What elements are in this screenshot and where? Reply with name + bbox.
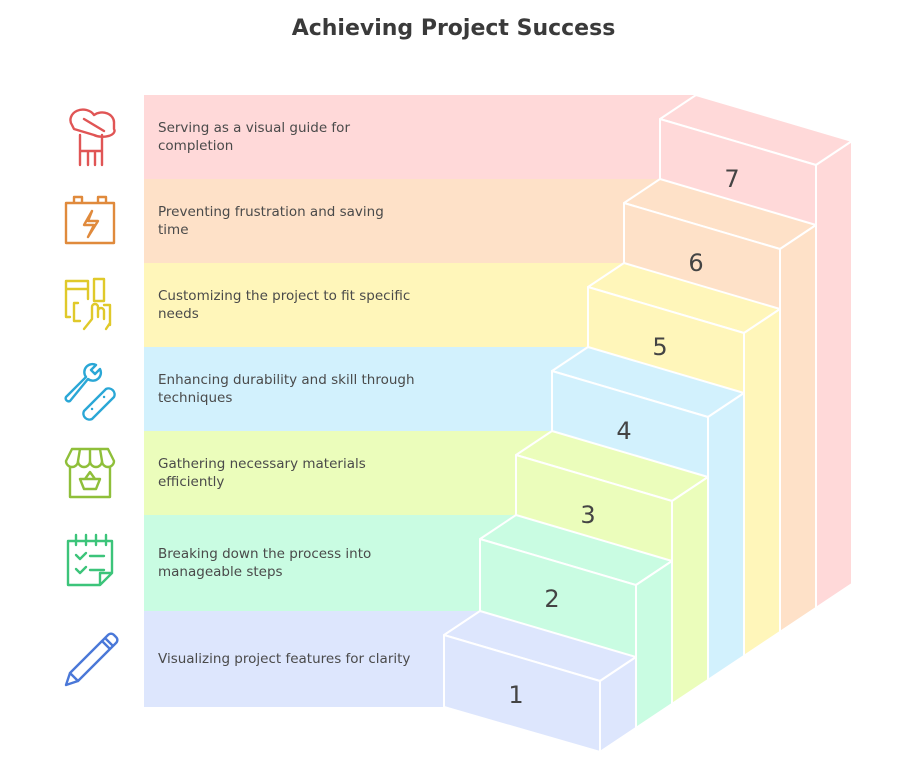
band-step-1: [144, 611, 480, 707]
step-number: 6: [688, 249, 703, 277]
checklist-icon: [58, 531, 122, 595]
step-number: 1: [508, 681, 523, 709]
step-number: 7: [724, 165, 739, 193]
band-step-3: [144, 431, 552, 515]
battery-bolt-icon: [58, 189, 122, 253]
devices-touch-icon: [58, 273, 122, 337]
band-step-5: [144, 263, 624, 347]
step-side-face: [707, 392, 745, 681]
scarf-icon: [58, 105, 122, 169]
step-description: Gathering necessary materials efficientl…: [158, 456, 366, 490]
diagram-title: Achieving Project Success: [291, 16, 616, 41]
band-step-7: [144, 95, 696, 179]
step-1: 1: [443, 610, 637, 753]
band-step-6: [144, 179, 660, 263]
band-step-2: [144, 515, 516, 611]
step-front-face: [443, 634, 601, 753]
step-description: Breaking down the process into manageabl…: [158, 546, 372, 580]
step-side-face: [743, 308, 781, 657]
step-side-face: [815, 140, 853, 609]
step-description: Visualizing project features for clarity: [158, 651, 411, 667]
step-number: 5: [652, 333, 667, 361]
store-icon: [58, 441, 122, 505]
step-description: Enhancing durability and skill through t…: [158, 372, 415, 406]
step-side-face: [779, 224, 817, 633]
step-number: 3: [580, 501, 595, 529]
step-description: Customizing the project to fit specific …: [158, 288, 411, 322]
step-number: 2: [544, 585, 559, 613]
pencil-icon: [58, 627, 122, 691]
step-side-face: [635, 560, 673, 729]
step-description: Preventing frustration and saving time: [158, 204, 384, 238]
step-number: 4: [616, 417, 631, 445]
step-description: Serving as a visual guide for completion: [158, 120, 350, 154]
band-step-4: [144, 347, 588, 431]
step-side-face: [671, 476, 709, 705]
wrench-icon: [58, 357, 122, 421]
